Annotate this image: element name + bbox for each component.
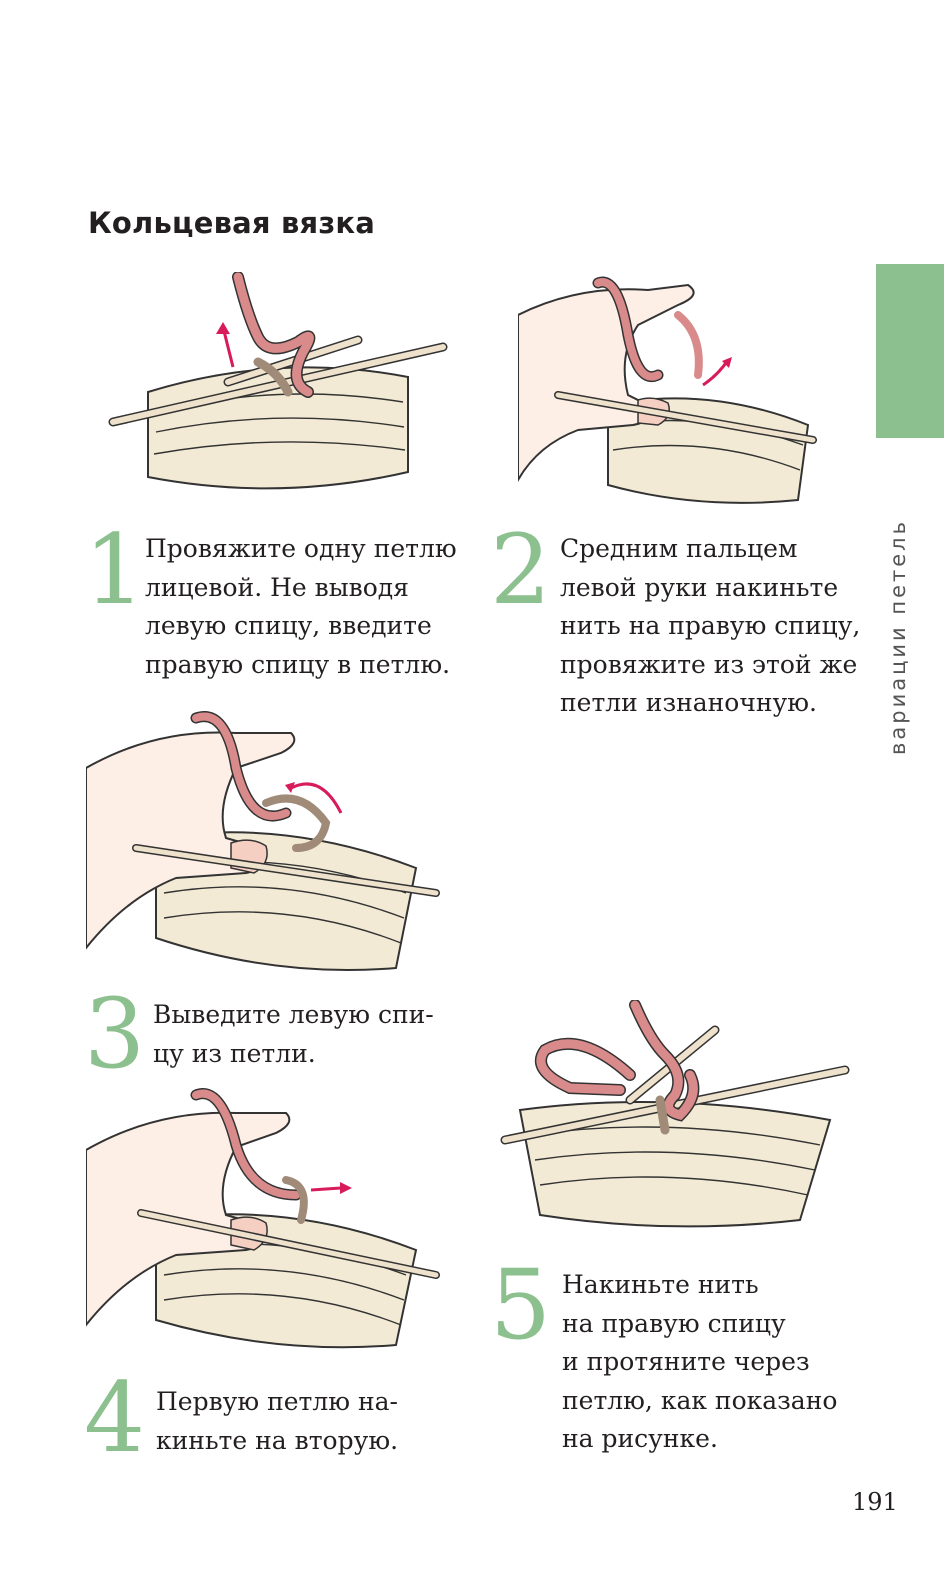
illustration-step-5 — [500, 1000, 850, 1228]
step-text-1: Провяжите одну петлю лицевой. Не выводя … — [145, 534, 457, 679]
section-title: Кольцевая вязка — [88, 206, 376, 240]
step-text-5: Накиньте нить на правую спицу и протянит… — [562, 1270, 838, 1453]
step-number-5: 5 — [490, 1249, 552, 1361]
chapter-tab — [876, 264, 944, 438]
illustration-step-2 — [518, 276, 817, 504]
step-number-3: 3 — [84, 978, 146, 1090]
chapter-side-label: вариации петель — [886, 519, 910, 755]
page-number: 191 — [852, 1488, 898, 1516]
illustration-step-3 — [86, 711, 440, 971]
step-number-2: 2 — [490, 514, 552, 626]
step-number-4: 4 — [84, 1362, 146, 1474]
step-number-1: 1 — [84, 514, 146, 626]
illustration-step-4 — [86, 1088, 440, 1349]
step-text-2: Средним пальцем левой руки накиньте нить… — [560, 534, 861, 717]
step-text-4: Первую петлю на- киньте на вторую. — [156, 1387, 399, 1455]
step-text-3: Выведите левую спи- цу из петли. — [153, 1000, 434, 1068]
illustration-step-1 — [108, 272, 448, 490]
